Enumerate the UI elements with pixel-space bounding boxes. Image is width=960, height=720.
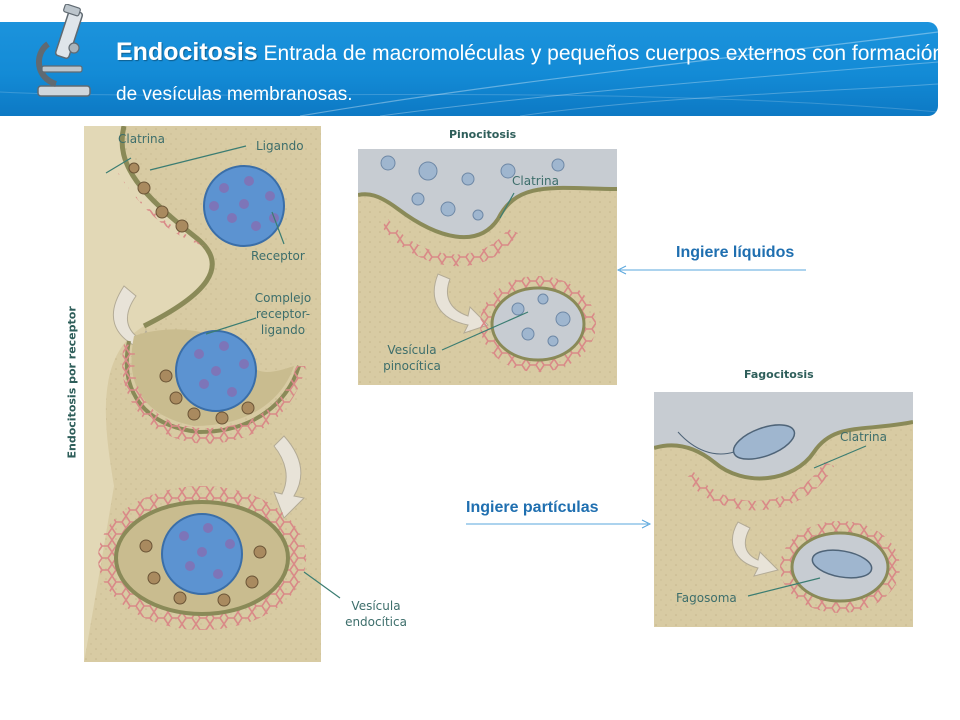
title-banner bbox=[0, 22, 938, 116]
receptor-endocytosis-illustration bbox=[84, 126, 321, 662]
label-clatrina-pino: Clatrina bbox=[512, 174, 559, 188]
heading-pinocitosis: Pinocitosis bbox=[449, 128, 517, 141]
label-ligando: Ligando bbox=[256, 139, 304, 153]
banner-decoration bbox=[0, 31, 938, 116]
heading-fagocitosis: Fagocitosis bbox=[744, 368, 814, 381]
label-complejo-line2: receptor- bbox=[255, 307, 311, 321]
side-label-receptor: Endocitosis por receptor bbox=[65, 306, 79, 459]
label-complejo-line3: ligando bbox=[260, 323, 306, 337]
label-vesicula-pinocitica-line2: pinocítica bbox=[383, 359, 441, 373]
label-clatrina-receptor: Clatrina bbox=[118, 132, 165, 146]
label-fagosoma: Fagosoma bbox=[676, 591, 737, 605]
label-vesicula-pinocitica: Vesícula pinocítica bbox=[372, 342, 452, 374]
pinocytosis-illustration bbox=[358, 149, 617, 385]
label-vesicula-endocitica-line2: endocítica bbox=[345, 615, 407, 629]
label-receptor: Receptor bbox=[251, 249, 305, 263]
title-bold: Endocitosis bbox=[116, 38, 258, 66]
label-vesicula-endocitica: Vesícula endocítica bbox=[336, 598, 416, 630]
label-clatrina-fago: Clatrina bbox=[840, 430, 887, 444]
label-vesicula-pinocitica-line1: Vesícula bbox=[387, 343, 437, 357]
label-complejo-line1: Complejo bbox=[254, 291, 312, 305]
title-rest: Entrada de macromoléculas y pequeños cue… bbox=[257, 42, 945, 65]
label-complejo: Complejo receptor- ligando bbox=[248, 290, 318, 338]
page-title: Endocitosis Entrada de macromoléculas y … bbox=[116, 38, 944, 67]
title-line2: de vesículas membranosas. bbox=[116, 84, 353, 105]
phagocytosis-illustration bbox=[654, 392, 913, 627]
microscope-icon bbox=[36, 4, 91, 97]
label-vesicula-endocitica-line1: Vesícula bbox=[351, 599, 401, 613]
callout-ingiere-liquidos: Ingiere líquidos bbox=[676, 244, 795, 261]
callout-ingiere-particulas: Ingiere partículas bbox=[466, 499, 599, 516]
